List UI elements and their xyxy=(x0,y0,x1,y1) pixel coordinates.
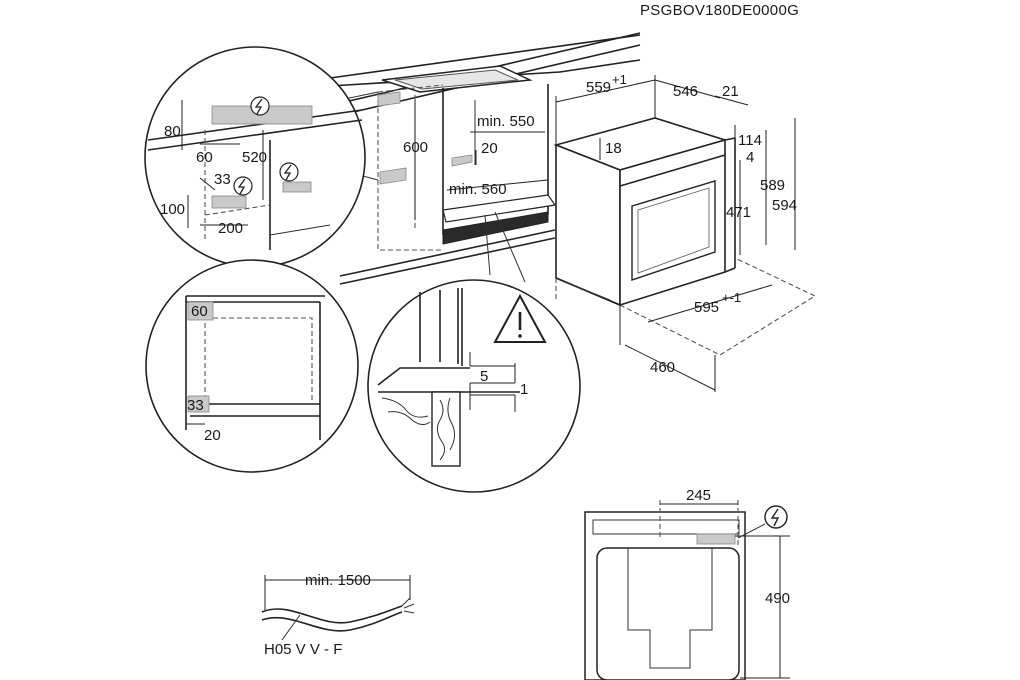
dim-471: 471 xyxy=(726,204,751,221)
dim-559: 559 xyxy=(586,79,611,96)
power-cable: min. 1500 H05 V V - F xyxy=(261,572,415,658)
corner-dim-20: 20 xyxy=(204,427,221,444)
hob xyxy=(381,65,533,93)
dim-589: 589 xyxy=(760,177,785,194)
dim-600: 600 xyxy=(403,139,428,156)
dim-18: 18 xyxy=(605,140,622,157)
oven-isometric xyxy=(553,117,817,356)
front-dim-490: 490 xyxy=(765,590,790,607)
electric-hazard-icon xyxy=(737,505,788,539)
dim-vent-20: 20 xyxy=(481,140,498,157)
front-dim-245: 245 xyxy=(686,487,711,504)
detail-dim-33: 33 xyxy=(214,171,231,188)
detail-dim-100: 100 xyxy=(160,201,185,218)
gap-dim-1: 1 xyxy=(520,381,528,398)
detail-gap: 5 1 xyxy=(367,211,581,493)
model-code: PSGBOV180DE0000G xyxy=(640,2,799,19)
detail-dim-200: 200 xyxy=(218,220,243,237)
cable-length: min. 1500 xyxy=(305,572,371,589)
electric-hazard-icon xyxy=(279,162,299,182)
dim-460: 460 xyxy=(650,359,675,376)
dim-min-560: min. 560 xyxy=(449,181,507,198)
cable-type: H05 V V - F xyxy=(264,641,342,658)
dim-559-tol: +1 xyxy=(612,72,627,87)
electric-hazard-icon xyxy=(250,96,270,116)
dim-595-tol: +-1 xyxy=(722,290,741,305)
kitchen-cabinet: 600 min. 550 20 min. 560 xyxy=(147,32,641,285)
detail-dim-520: 520 xyxy=(242,149,267,166)
electric-hazard-icon xyxy=(233,176,253,196)
corner-dim-60: 60 xyxy=(191,303,208,320)
dim-595: 595 xyxy=(694,299,719,316)
dim-114: 114 xyxy=(738,132,762,149)
dim-min-550: min. 550 xyxy=(477,113,535,130)
detail-dim-60: 60 xyxy=(196,149,213,166)
detail-dim-80: 80 xyxy=(164,123,181,140)
front-view: 245 490 xyxy=(584,487,790,680)
oven-dimensions: 559 +1 546 21 18 114 4 471 589 594 595 +… xyxy=(555,72,797,392)
warning-icon xyxy=(493,293,547,343)
detail-corner: 60 33 20 xyxy=(145,259,359,473)
dim-594: 594 xyxy=(772,197,797,214)
dim-21: 21 xyxy=(722,83,739,100)
dim-4: 4 xyxy=(746,149,754,166)
corner-dim-33: 33 xyxy=(187,397,204,414)
gap-dim-5: 5 xyxy=(480,368,488,385)
dim-546: 546 xyxy=(673,83,698,100)
detail-socket: 80 60 520 33 100 200 xyxy=(144,46,379,268)
